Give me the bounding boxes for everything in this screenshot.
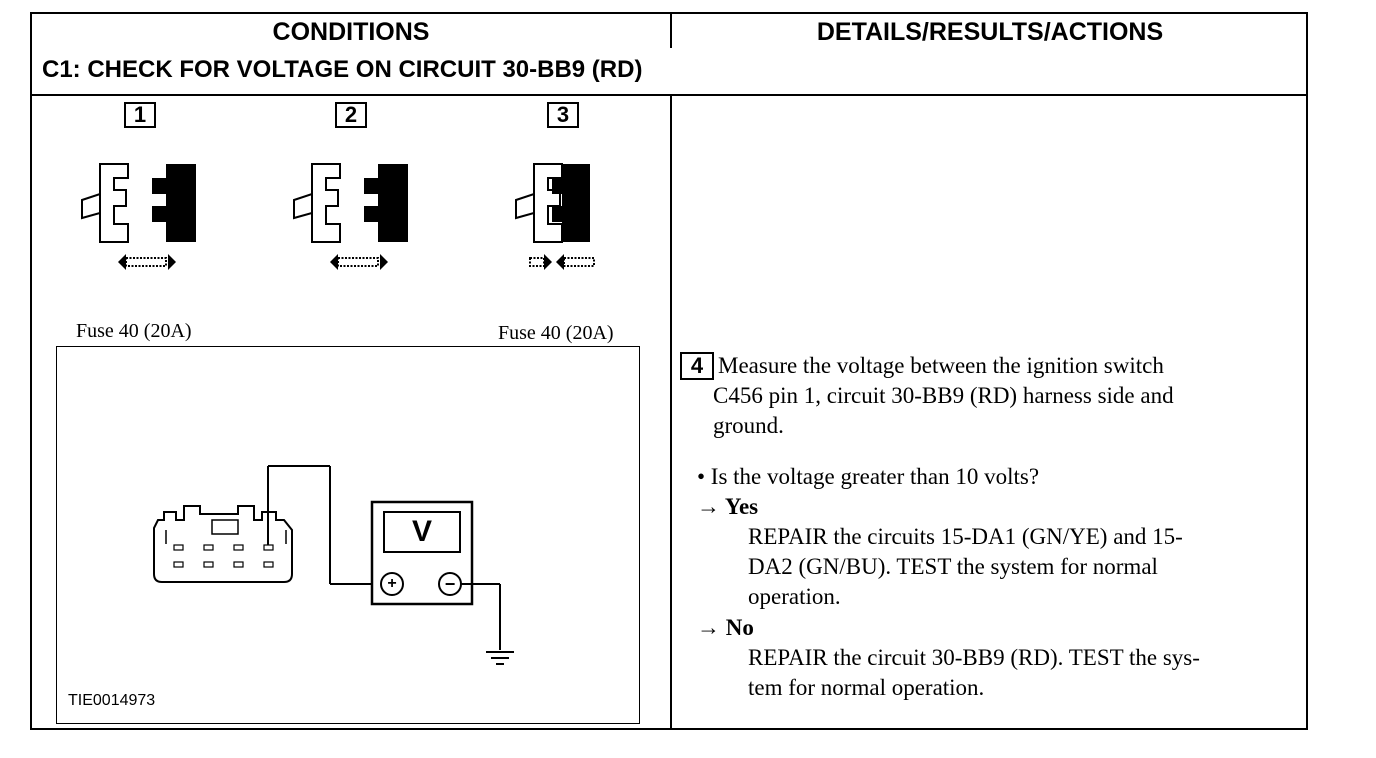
yes-action-line3: operation. <box>748 584 841 609</box>
details-header: DETAILS/RESULTS/ACTIONS <box>816 17 1164 46</box>
step-1-box: 1 <box>124 102 156 128</box>
yes-label: → Yes <box>697 494 759 519</box>
section-title-text: C1: CHECK FOR VOLTAGE ON CIRCUIT 30-BB9 … <box>42 56 643 83</box>
measure-instruction-line3: ground. <box>713 413 784 438</box>
column-divider <box>670 14 672 728</box>
step-2-box: 2 <box>335 102 367 128</box>
section-row-cover <box>32 48 1306 92</box>
measure-instruction-line2: C456 pin 1, circuit 30-BB9 (RD) harness … <box>713 383 1174 408</box>
meter-display: V <box>411 515 432 548</box>
voltmeter-icon <box>370 500 474 606</box>
voltage-question: • Is the voltage greater than 10 volts? <box>697 464 1040 489</box>
measurement-diagram <box>56 346 640 724</box>
fuse-label-right: Fuse 40 (20A) <box>498 322 614 344</box>
connector-2-icon <box>293 163 408 270</box>
connector-1-icon <box>81 163 196 270</box>
measure-instruction-line1: Measure the voltage between the ignition… <box>718 353 1164 378</box>
conditions-header: CONDITIONS <box>272 17 430 46</box>
step-3-box: 3 <box>547 102 579 128</box>
harness-connector-icon <box>153 505 293 583</box>
no-action-line1: REPAIR the circuit 30-BB9 (RD). TEST the… <box>748 645 1200 670</box>
meter-plus-terminal: + <box>387 575 397 592</box>
ground-icon <box>486 651 514 665</box>
section-divider <box>32 94 1306 96</box>
meter-minus-terminal: − <box>444 573 456 594</box>
step-4-box: 4 <box>680 352 714 380</box>
fuse-label-left: Fuse 40 (20A) <box>76 320 192 342</box>
connector-3-icon <box>515 163 595 270</box>
positive-lead <box>267 465 378 585</box>
no-action-line2: tem for normal operation. <box>748 675 985 700</box>
yes-action-line2: DA2 (GN/BU). TEST the system for normal <box>748 554 1158 579</box>
yes-action-line1: REPAIR the circuits 15-DA1 (GN/YE) and 1… <box>748 524 1183 549</box>
figure-id: TIE0014973 <box>68 692 156 709</box>
no-label: → No <box>697 615 754 640</box>
negative-lead <box>461 583 501 650</box>
